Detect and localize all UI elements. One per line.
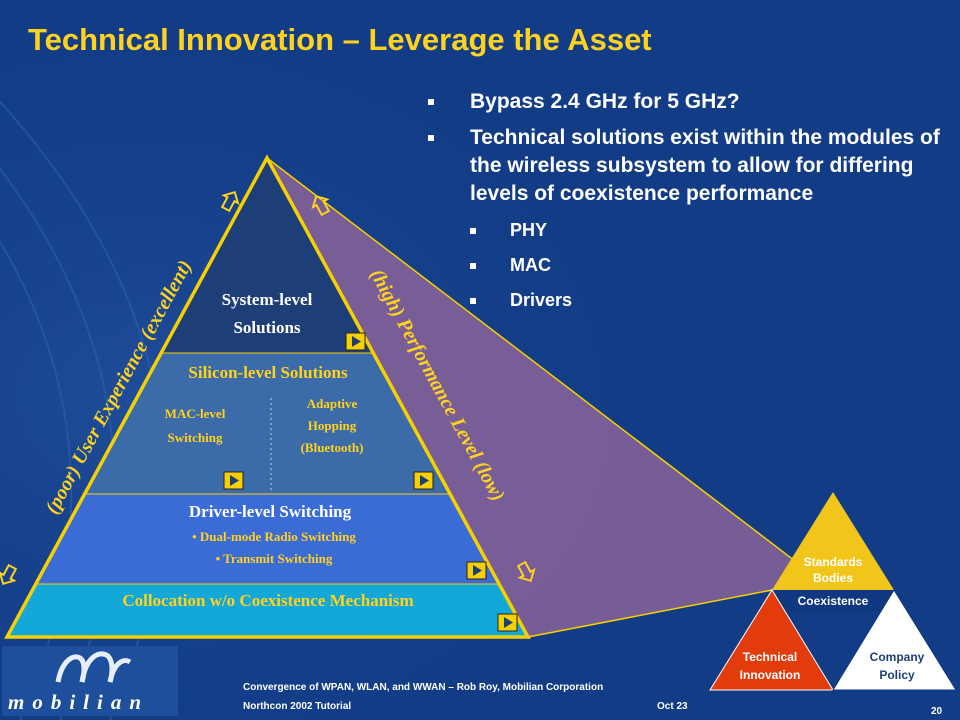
mini-top-triangle — [772, 492, 894, 590]
mini-coexistence-band — [772, 590, 894, 612]
hollow-arrow-icon — [0, 563, 18, 586]
logo-mark-icon — [55, 651, 132, 683]
company-logo: mobilian — [2, 646, 178, 716]
mini-pyramid: Standards Bodies Coexistence Technical I… — [709, 492, 957, 691]
mac-label-1: MAC-level — [165, 406, 226, 421]
projection-band — [267, 158, 833, 637]
logo-wordmark: mobilian — [8, 690, 150, 714]
hollow-arrow-icon — [220, 190, 240, 213]
play-button-icon[interactable] — [497, 613, 518, 632]
sub-bullet-list: PHY MAC Drivers — [470, 218, 948, 312]
play-button-icon[interactable] — [223, 471, 244, 490]
hopping-label-2: Hopping — [308, 418, 357, 433]
sub-bullet-item: MAC — [470, 253, 948, 277]
mini-right-label-1: Company — [870, 650, 925, 664]
mini-left-label-1: Technical — [743, 650, 797, 664]
mini-right-label-2: Policy — [879, 668, 915, 682]
pyramid-outline — [4, 154, 531, 639]
mini-top-label-1: Standards — [804, 555, 863, 569]
apex-label-2: Solutions — [233, 318, 300, 337]
slide-title: Technical Innovation – Leverage the Asse… — [28, 22, 652, 57]
base-label: Collocation w/o Coexistence Mechanism — [122, 591, 413, 610]
sub-bullet-item: Drivers — [470, 288, 948, 312]
footer-caption: Convergence of WPAN, WLAN, and WWAN – Ro… — [243, 682, 604, 693]
mini-top-label-2: Bodies — [813, 571, 853, 585]
silicon-label: Silicon-level Solutions — [188, 363, 348, 382]
projection-edge-top — [266, 157, 834, 591]
play-button-icon[interactable] — [413, 471, 434, 490]
hopping-label-3: (Bluetooth) — [301, 440, 364, 455]
hollow-arrow-icon — [516, 560, 536, 583]
play-button-icon[interactable] — [345, 332, 366, 351]
band-collocation — [7, 584, 528, 637]
driver-item-2: • Transmit Switching — [216, 551, 333, 566]
footer-date: Oct 23 — [657, 701, 688, 712]
page-number: 20 — [931, 706, 943, 717]
mini-middle-label: Coexistence — [798, 594, 869, 608]
driver-label: Driver-level Switching — [189, 502, 352, 521]
apex-label-1: System-level — [222, 290, 313, 309]
mini-left-label-2: Innovation — [740, 668, 801, 682]
bullet-list: Bypass 2.4 GHz for 5 GHz? Technical solu… — [428, 88, 948, 323]
mini-left-triangle — [709, 589, 834, 691]
mini-right-triangle — [832, 589, 957, 691]
driver-item-1: • Dual-mode Radio Switching — [192, 529, 356, 544]
play-button-icon[interactable] — [466, 561, 487, 580]
mac-label-2: Switching — [168, 430, 223, 445]
sub-bullet-item: PHY — [470, 218, 948, 242]
band-driver-level — [7, 494, 528, 584]
bullet-item-text: Technical solutions exist within the mod… — [470, 126, 940, 205]
bullet-item: Technical solutions exist within the mod… — [428, 124, 948, 312]
hopping-label-1: Adaptive — [307, 396, 358, 411]
projection-edge-bottom — [527, 589, 773, 638]
bullet-item: Bypass 2.4 GHz for 5 GHz? — [428, 88, 948, 116]
hollow-arrow-icon — [311, 194, 331, 217]
footer-event: Northcon 2002 Tutorial — [243, 701, 352, 712]
